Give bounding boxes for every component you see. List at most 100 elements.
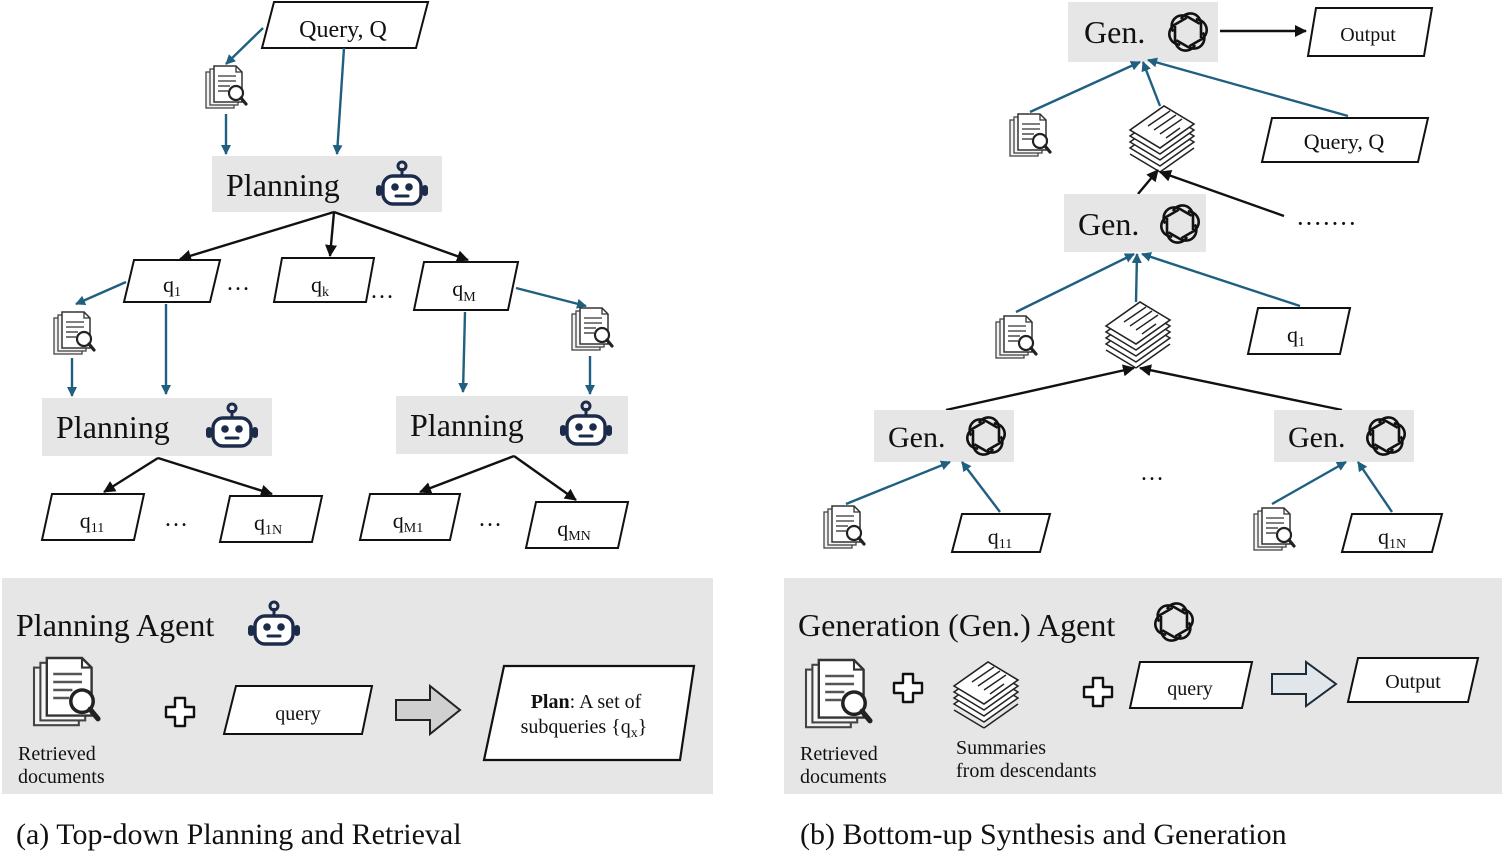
gen-label: Gen. [1084,14,1145,50]
retrieved-docs-icon [822,504,866,550]
q-sub: M [463,290,476,305]
q-base: q [80,508,91,533]
retrieved-docs-icon [34,658,98,725]
edge [515,286,587,309]
q-base: q [311,272,322,297]
svg-text:q1: q1 [1287,322,1305,350]
planning-node-root: Planning [212,156,442,212]
planning-tree: Query, Q Planning q1 … qk … [40,0,630,549]
output-label: Output [1385,671,1441,693]
subquery-qMN: qMN [524,501,630,549]
edge [1271,460,1347,506]
planning-node-q1: Planning [42,398,272,456]
hollow-arrow [395,683,462,737]
edge [419,454,515,494]
panel-title: Generation (Gen.) Agent [798,607,1115,643]
q-base: q [393,508,404,533]
subquery-q1N: q1N [1340,513,1444,553]
gen-node-mid: Gen. [1064,194,1206,252]
edge [75,280,127,306]
retrieved-docs-icon [994,314,1038,360]
svg-text:q1N: q1N [254,510,282,538]
gen-label: Gen. [1288,421,1345,454]
caption-b: (b) Bottom-up Synthesis and Generation [800,818,1287,851]
edge [1131,253,1142,303]
caption-a: (a) Top-down Planning and Retrieval [16,818,462,851]
planning-agent-panel: Planning Agent Retrieved documents query… [2,578,713,794]
q-sub: M1 [404,521,423,536]
retrieved-docs-icon [806,660,870,727]
planning-label: Planning [56,409,170,445]
edge [1029,60,1141,114]
gen-label: Gen. [888,421,945,454]
q-sub: 11 [91,521,104,536]
subquery-qM: qM [412,261,520,311]
edge [333,210,469,262]
edge [845,460,951,506]
svg-text:q1N: q1N [1378,524,1406,552]
subquery-q11: q11 [950,513,1052,553]
edge [458,311,469,393]
retrieved-docs-icon [204,64,248,110]
gen-node-left: Gen. [874,410,1014,462]
ellipsis: … [226,270,250,296]
q-sub: 1N [1389,537,1406,552]
svg-text:Plan: A set of: Plan: A set of [531,691,642,713]
edge [1139,364,1343,412]
plan-rest: : A set of [570,691,642,713]
subquery-q1: q1 [1246,307,1352,355]
plan-sub: x [631,726,638,741]
summaries-label-line1: Summaries [956,737,1046,759]
svg-text:q11: q11 [80,508,104,536]
retrieved-label-line1: Retrieved [800,743,878,765]
generation-agent-panel: Generation (Gen.) Agent Retrieved docume… [784,578,1502,794]
retrieved-label-line2: documents [800,766,887,788]
edge [1141,252,1301,308]
summaries-label-line2: from descendants [956,760,1097,782]
generation-tree: Gen. Output Query, Q Gen. ······· [822,2,1444,553]
retrieved-label-line2: documents [18,766,105,788]
summaries-stack-icon [1129,105,1195,173]
svg-text:q1: q1 [163,272,181,300]
q-sub: 11 [999,537,1012,552]
svg-text:qM: qM [452,276,476,305]
query-label: Query, Q [1304,129,1385,154]
q-sub: MN [568,529,591,544]
edge [225,27,264,65]
summaries-stack-icon [1105,301,1171,369]
edge [1357,461,1393,513]
retrieved-label-line1: Retrieved [18,743,96,765]
q-base: q [1378,524,1389,549]
planning-node-qM: Planning [396,396,628,454]
dots: ······· [1296,209,1357,238]
gen-node-root: Gen. [1068,2,1218,62]
hollow-arrow [1271,660,1338,708]
edge [1015,252,1135,314]
planning-label: Planning [226,167,340,203]
edge [103,456,159,494]
gen-node-right: Gen. [1274,410,1414,462]
ellipsis: … [478,506,502,532]
query-label: query [1167,678,1213,700]
panel-title: Planning Agent [16,607,214,643]
edge [945,364,1135,412]
svg-text:qk: qk [311,272,329,300]
query-label: Query, Q [299,17,387,43]
ellipsis: … [1140,460,1164,486]
plan-line2: subqueries {q [521,716,631,738]
q-sub: 1N [265,523,282,538]
subquery-q1: q1 [122,259,222,303]
q-sub: 1 [174,285,181,300]
query-node: Query, Q [260,0,430,49]
q-base: q [254,510,265,535]
edge [157,456,273,497]
subquery-q1N: q1N [218,495,324,543]
q-base: q [557,516,568,541]
plan-bold: Plan [531,691,570,713]
svg-text:qMN: qMN [557,516,591,544]
q-base: q [1287,322,1298,347]
edge [961,461,1001,513]
subquery-qM1: qM1 [358,493,462,541]
